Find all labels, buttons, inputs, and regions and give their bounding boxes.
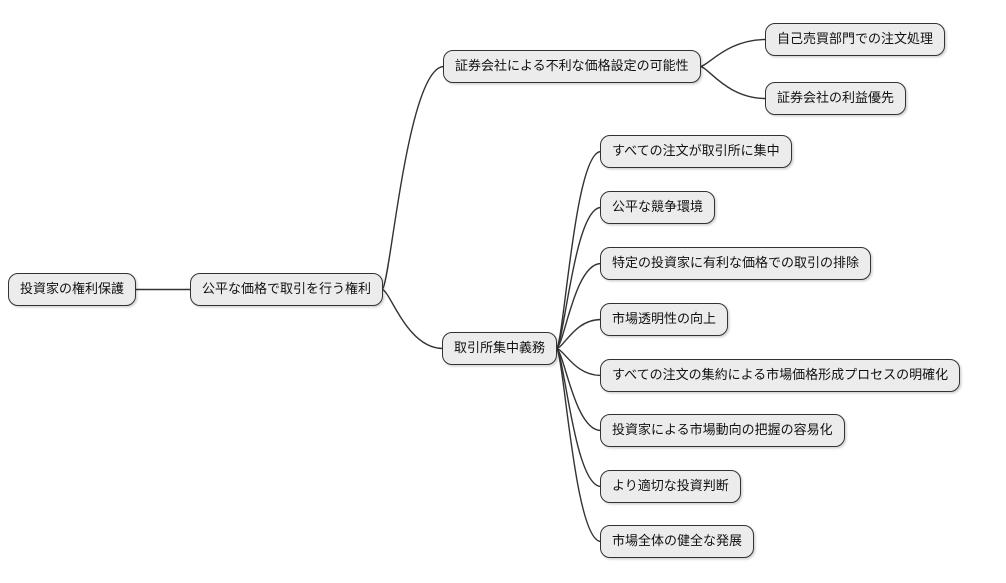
node-adverse-pricing-risk: 証券会社による不利な価格設定の可能性 <box>443 50 701 83</box>
mindmap-edge <box>555 347 602 432</box>
mindmap-edge <box>555 150 602 350</box>
node-broker-profit-priority: 証券会社の利益優先 <box>765 82 907 115</box>
node-fair-competition: 公平な競争環境 <box>600 191 716 224</box>
mindmap-edge <box>555 347 602 543</box>
mindmap-edge <box>555 206 602 350</box>
mindmap-edge <box>555 347 602 488</box>
node-exclude-favorable-trades: 特定の投資家に有利な価格での取引の排除 <box>600 247 872 280</box>
node-prop-trading-order-handling: 自己売買部門での注文処理 <box>765 23 946 56</box>
node-orders-concentrated: すべての注文が取引所に集中 <box>600 135 792 168</box>
node-better-investment-decisions: より適切な投資判断 <box>600 470 741 503</box>
node-market-transparency: 市場透明性の向上 <box>600 303 729 336</box>
mindmap-edge <box>381 288 444 350</box>
mindmap-edge <box>555 262 602 350</box>
mindmap-edge <box>699 65 767 100</box>
node-healthy-market-development: 市場全体の健全な発展 <box>600 525 755 558</box>
mindmap-edge <box>555 318 602 350</box>
node-exchange-concentration-duty: 取引所集中義務 <box>442 332 558 365</box>
node-investor-rights-protection: 投資家の権利保護 <box>8 273 137 306</box>
node-fair-price-trading-right: 公平な価格で取引を行う権利 <box>190 273 384 306</box>
mindmap-edge <box>381 65 445 291</box>
node-price-formation-clarity: すべての注文の集約による市場価格形成プロセスの明確化 <box>600 359 961 392</box>
mindmap-edge <box>699 38 767 68</box>
mindmap-edge <box>555 347 602 377</box>
node-market-trend-grasp: 投資家による市場動向の把握の容易化 <box>600 414 845 447</box>
